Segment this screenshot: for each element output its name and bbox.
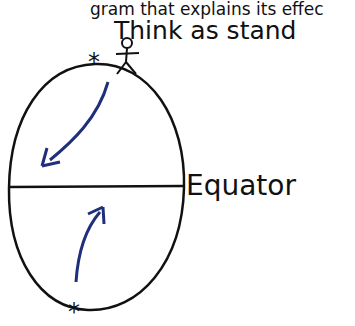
note-text: Think as stand: [114, 18, 296, 43]
stick-figure: [116, 38, 139, 74]
pole-asterisk: *: [68, 300, 80, 324]
deflection-arrow: [76, 207, 104, 282]
equator-label: Equator: [186, 172, 296, 200]
globe-outline: [9, 64, 184, 310]
cut-off-heading: gram that explains its effec: [90, 1, 324, 18]
deflection-arrow: [42, 82, 108, 166]
equator-line: [9, 186, 184, 187]
pole-asterisk: *: [88, 50, 100, 74]
